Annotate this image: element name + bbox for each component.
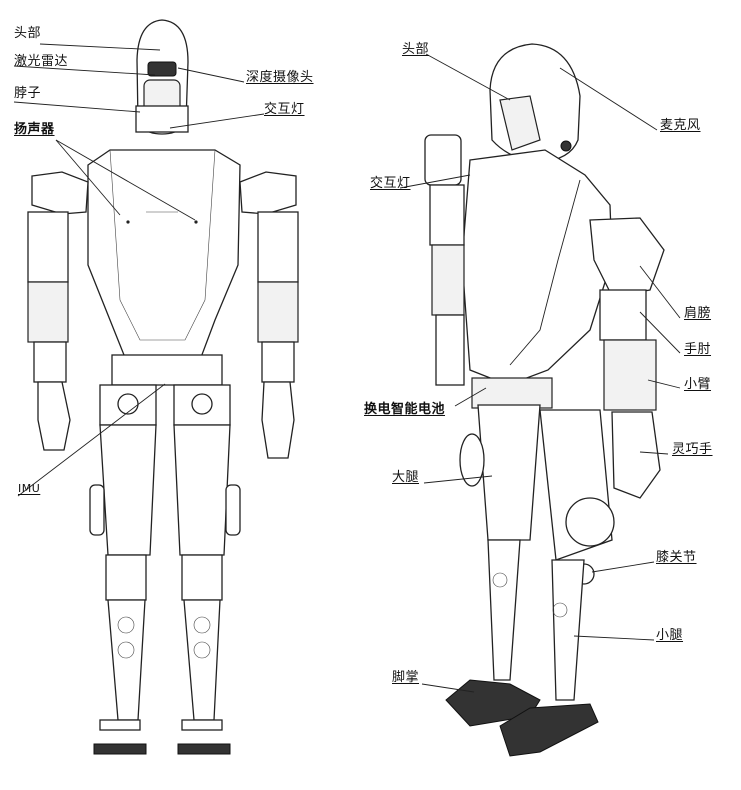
label-side-dexterous-hand: 灵巧手: [672, 442, 713, 457]
front-left-knee: [105, 554, 147, 601]
side-back-thigh: [477, 404, 541, 541]
label-front-interactive-light: 交互灯: [264, 102, 305, 117]
label-side-interactive-light: 交互灯: [370, 176, 411, 191]
front-right-shank: [183, 599, 221, 721]
side-battery: [471, 377, 553, 409]
side-shoulder: [589, 217, 665, 297]
label-side-thigh: 大腿: [392, 470, 420, 485]
label-front-neck: 脖子: [14, 86, 42, 101]
front-neck: [135, 105, 189, 133]
front-left-foot: [93, 743, 147, 755]
label-front-speaker: 扬声器: [14, 122, 55, 137]
front-pelvis: [111, 354, 223, 386]
side-robot: [424, 43, 665, 757]
front-left-thigh: [99, 424, 157, 556]
front-left-forearm: [27, 281, 69, 343]
side-knee-motor: [565, 497, 615, 547]
side-forearm: [603, 339, 657, 411]
label-front-lidar: 激光雷达: [14, 54, 69, 69]
label-front-depth-camera: 深度摄像头: [246, 70, 314, 85]
front-right-upperarm: [257, 211, 299, 283]
side-face: [499, 95, 541, 151]
label-front-head: 头部: [14, 26, 42, 41]
side-front-foot: [499, 703, 599, 757]
side-back-shank: [487, 539, 521, 681]
leader-lines: [13, 43, 681, 693]
front-right-wrist: [261, 341, 295, 383]
label-side-microphone: 麦克风: [660, 118, 701, 133]
label-side-shank: 小腿: [656, 628, 684, 643]
side-microphone: [560, 140, 572, 152]
front-right-forearm: [257, 281, 299, 343]
label-side-forearm: 小臂: [684, 377, 712, 392]
label-side-battery: 换电智能电池: [364, 402, 446, 417]
label-side-knee: 膝关节: [656, 550, 697, 565]
label-side-foot: 脚掌: [392, 670, 420, 685]
front-left-upperarm: [27, 211, 69, 283]
front-right-knee: [181, 554, 223, 601]
side-torso: [461, 149, 613, 386]
front-left-hand: [37, 381, 71, 451]
label-side-shoulder: 肩膀: [684, 306, 712, 321]
front-left-shoulder: [31, 171, 89, 215]
label-front-imu: IMU: [18, 482, 41, 495]
side-dexterous-hand: [611, 411, 661, 499]
side-front-shank: [551, 559, 585, 701]
side-elbow: [599, 289, 647, 341]
front-left-wrist: [33, 341, 67, 383]
label-side-head: 头部: [402, 42, 430, 57]
front-lidar: [147, 61, 177, 77]
front-right-thigh: [173, 424, 231, 556]
front-robot: [27, 19, 299, 755]
front-right-hand: [261, 381, 295, 459]
front-right-shoulder: [239, 171, 297, 215]
front-left-shank: [107, 599, 146, 721]
front-right-foot: [177, 743, 231, 755]
front-torso: [87, 149, 241, 361]
label-side-elbow: 手肘: [684, 342, 712, 357]
